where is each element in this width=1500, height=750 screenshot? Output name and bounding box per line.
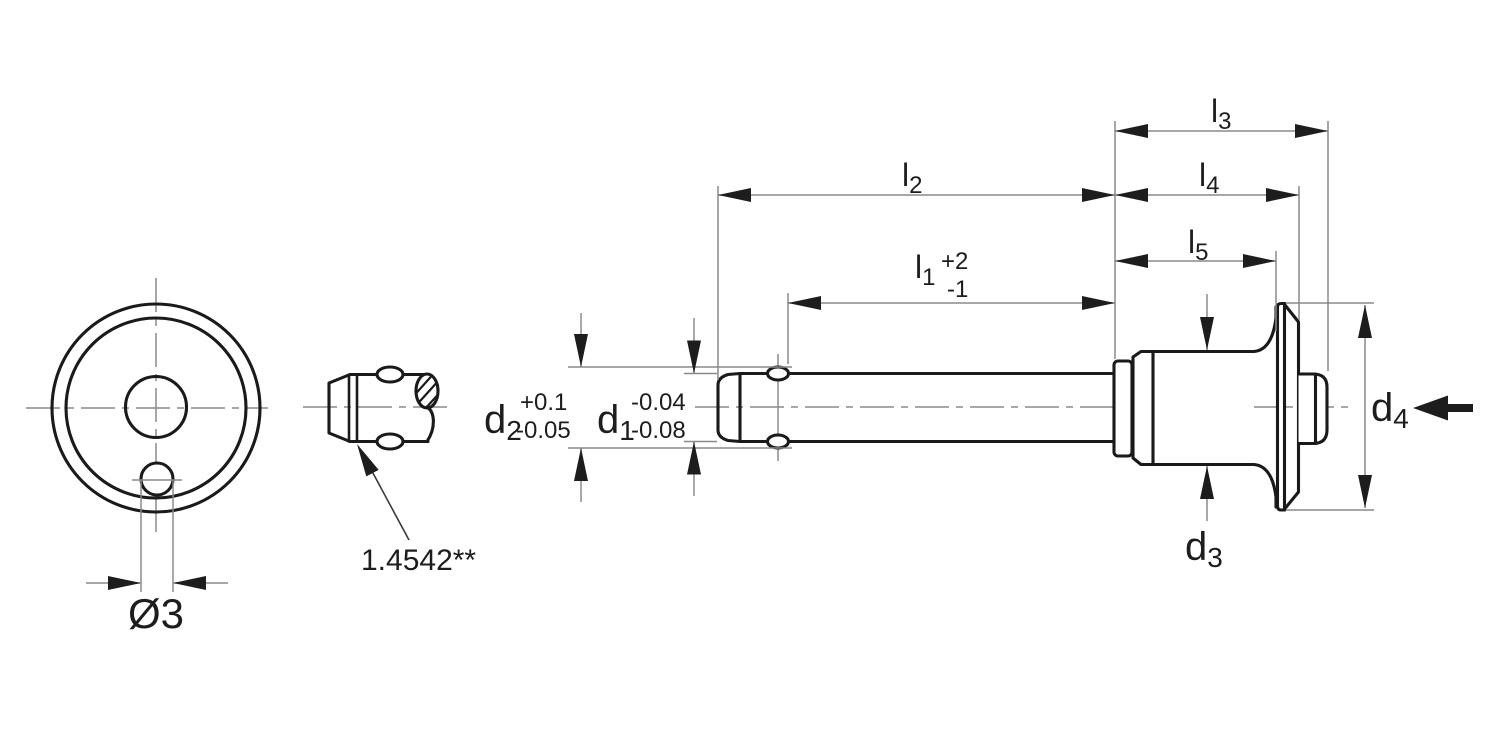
lock-ball-hole	[139, 461, 175, 497]
dimension-d3: d3	[1185, 294, 1223, 573]
dimensions: l2 l1 +2 -1 l3 l4	[484, 93, 1409, 573]
d4-label: d4	[1371, 386, 1409, 434]
dia3-label: Ø3	[128, 590, 184, 637]
l1-label: l1	[915, 249, 935, 291]
dimension-l1: l1 +2 -1	[787, 248, 1115, 364]
dimension-d2: d2 +0.1 -0.05	[484, 313, 792, 502]
release-button	[1296, 372, 1329, 446]
main-view	[695, 301, 1473, 512]
dimension-l5: l5	[1115, 224, 1277, 331]
l2-label: l2	[902, 157, 922, 199]
dimension-l4: l4	[1115, 157, 1300, 320]
center-hole	[123, 374, 189, 440]
d2-label: d2	[484, 398, 522, 446]
dimension-l2: l2	[717, 157, 1115, 380]
l5-label: l5	[1188, 224, 1208, 266]
lock-ball-top	[765, 365, 791, 382]
l4-label: l4	[1199, 157, 1219, 199]
d1-label: d1	[597, 398, 635, 446]
sleeve-outline	[1131, 349, 1256, 467]
l3-label: l3	[1211, 93, 1231, 135]
break-lower-curve	[425, 405, 435, 444]
dimension-l3: l3	[1115, 93, 1329, 371]
front-view: Ø3	[26, 278, 268, 637]
inner-circle	[64, 316, 248, 500]
material-label: 1.4542**	[361, 544, 476, 577]
dimension-d1: d1 -0.04 -0.08	[597, 318, 717, 496]
detail-view: 1.4542**	[303, 365, 476, 577]
flange-front-face	[1275, 301, 1287, 512]
d2-tolerance-lower: -0.05	[516, 417, 571, 444]
lock-ball-bottom	[375, 432, 405, 451]
d3-label: d3	[1185, 525, 1223, 573]
lock-ball-top	[375, 365, 405, 384]
collar	[1112, 359, 1134, 458]
push-direction-arrow-icon	[1413, 395, 1473, 421]
d2-tolerance-upper: +0.1	[520, 389, 567, 416]
d1-tolerance-lower: -0.08	[631, 417, 686, 444]
l1-tolerance-lower: -1	[947, 276, 968, 303]
dimension-d4: d4	[1286, 302, 1409, 511]
pin-tip-chamfer	[716, 371, 742, 444]
lock-ball-bottom	[765, 433, 791, 450]
outer-circle	[50, 302, 262, 514]
hatch-line	[416, 389, 438, 408]
dimension-dia3: Ø3	[86, 480, 228, 637]
d1-tolerance-upper: -0.04	[631, 389, 686, 416]
l1-tolerance-upper: +2	[941, 248, 968, 275]
detail-tip-outline	[327, 372, 430, 444]
